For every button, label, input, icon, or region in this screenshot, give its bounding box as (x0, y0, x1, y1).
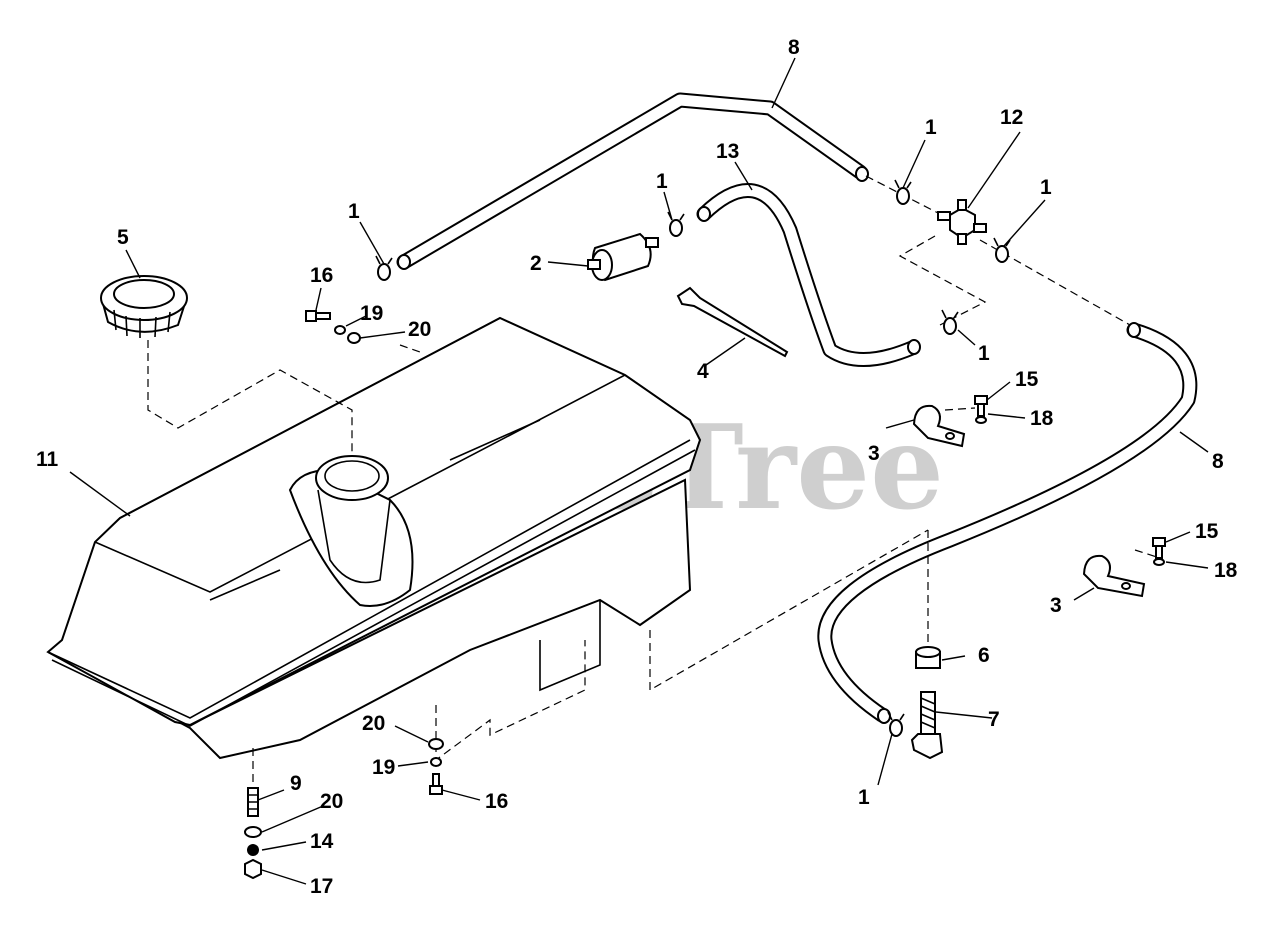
callout-3: 3 (1050, 594, 1062, 617)
bolt-icon (305, 310, 1166, 795)
stud-icon (247, 787, 259, 817)
callout-6: 6 (978, 644, 990, 667)
callout-labels: 1 1 1 1 1 1 2 3 3 4 5 6 7 8 8 9 11 12 13… (36, 36, 1238, 898)
callout-7: 7 (988, 708, 1000, 731)
callout-1: 1 (348, 200, 360, 223)
callout-16: 16 (485, 790, 508, 813)
callout-9: 9 (290, 772, 302, 795)
callout-1: 1 (925, 116, 937, 139)
fuel-hose-upper (396, 92, 869, 270)
callout-1: 1 (858, 786, 870, 809)
cross-fitting-icon (937, 199, 987, 245)
callout-12: 12 (1000, 106, 1023, 129)
fuel-tank-icon (46, 316, 702, 760)
bushing-icon (915, 646, 941, 669)
callout-3: 3 (868, 442, 880, 465)
callout-19: 19 (360, 302, 383, 325)
leader-lines (69, 57, 1209, 885)
elbow-fitting-icon (910, 691, 944, 760)
callout-20: 20 (320, 790, 343, 813)
callout-14: 14 (310, 830, 334, 853)
fuel-hose-lower (817, 322, 1198, 724)
callout-11: 11 (36, 448, 59, 471)
callout-1: 1 (978, 342, 990, 365)
washer-icon (244, 325, 1165, 856)
callout-19: 19 (372, 756, 395, 779)
callout-2: 2 (530, 252, 542, 275)
callout-15: 15 (1015, 368, 1039, 391)
nut-icon (244, 858, 262, 880)
callout-4: 4 (697, 360, 709, 383)
p-clip-icon (912, 404, 1146, 598)
callout-13: 13 (716, 140, 739, 163)
callout-17: 17 (310, 875, 333, 898)
callout-8: 8 (1212, 450, 1224, 473)
fuel-hose-13 (696, 183, 921, 367)
callout-15: 15 (1195, 520, 1219, 543)
callout-20: 20 (362, 712, 385, 735)
callout-20: 20 (408, 318, 431, 341)
fuel-filter-icon (587, 232, 659, 282)
callout-1: 1 (1040, 176, 1052, 199)
callout-8: 8 (788, 36, 800, 59)
fuel-cap-icon (100, 275, 188, 338)
cable-tie-icon (676, 286, 789, 358)
callout-18: 18 (1030, 407, 1054, 430)
callout-16: 16 (310, 264, 333, 287)
callout-1: 1 (656, 170, 668, 193)
callout-5: 5 (117, 226, 129, 249)
callout-18: 18 (1214, 559, 1238, 582)
